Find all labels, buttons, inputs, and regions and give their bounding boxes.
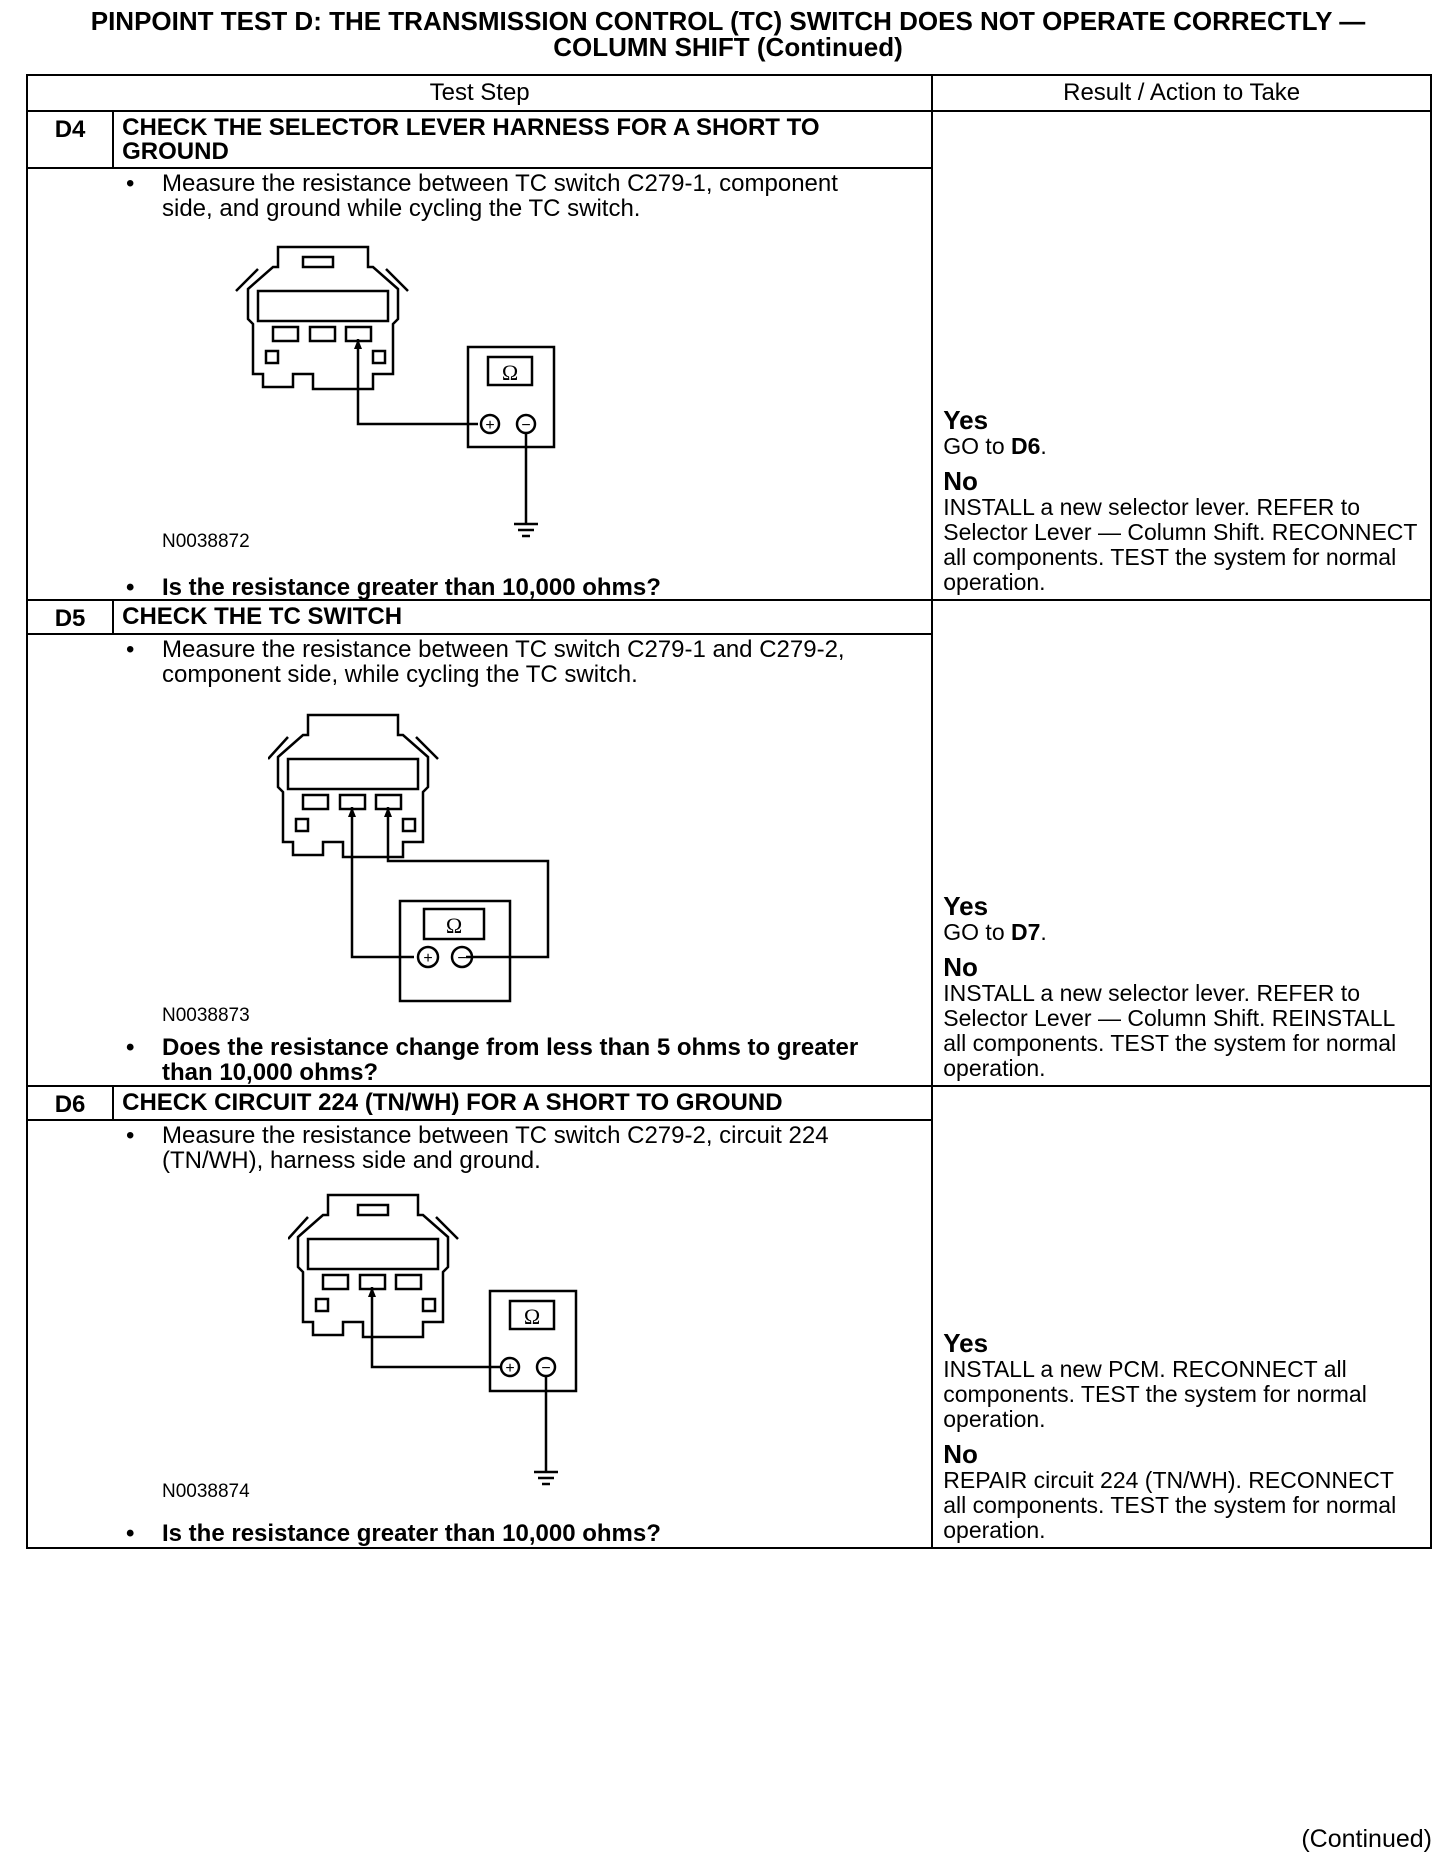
step-d6-figure-id: N0038874 — [162, 1481, 250, 1502]
test-lead-positive — [356, 339, 478, 426]
step-d5-instruction: Measure the resistance between TC switch… — [28, 637, 891, 687]
step-d5-title: CHECK THE TC SWITCH — [112, 599, 934, 635]
title-line-2: COLUMN SHIFT (Continued) — [553, 32, 903, 62]
test-lead-negative — [386, 807, 550, 959]
step-d4-result-text: Yes GO to D6. No INSTALL a new selector … — [943, 406, 1422, 595]
terminal-1 — [344, 325, 373, 343]
minus-terminal-label: − — [541, 1360, 550, 1377]
minus-terminal-label: − — [457, 950, 466, 967]
page-title: PINPOINT TEST D: THE TRANSMISSION CONTRO… — [0, 8, 1456, 60]
step-d4-title: CHECK THE SELECTOR LEVER HARNESS FOR A S… — [112, 110, 934, 169]
continued-note: (Continued) — [1301, 1825, 1432, 1853]
yes-action: GO to D7. — [943, 919, 1047, 945]
yes-action: INSTALL a new PCM. RECONNECT all compone… — [943, 1356, 1367, 1432]
test-lead-positive — [370, 1287, 500, 1369]
column-header-test-step: Test Step — [25, 74, 934, 112]
step-d4-result: Yes GO to D6. No INSTALL a new selector … — [931, 110, 1432, 601]
step-d6-connector-diagram: Ω + − — [288, 1193, 578, 1486]
step-d5-id: D5 — [25, 599, 115, 635]
step-d6-instruction: Measure the resistance between TC switch… — [28, 1123, 891, 1173]
step-d4-figure-id: N0038872 — [162, 531, 250, 552]
no-action: INSTALL a new selector lever. REFER to S… — [943, 980, 1397, 1081]
step-d4-body: Measure the resistance between TC switch… — [25, 167, 934, 601]
column-header-result: Result / Action to Take — [931, 74, 1432, 112]
terminal-3 — [394, 1273, 423, 1291]
no-label: No — [943, 1439, 978, 1469]
terminal-1 — [374, 793, 403, 811]
step-d6-result: Yes INSTALL a new PCM. RECONNECT all com… — [931, 1085, 1432, 1549]
title-line-1: PINPOINT TEST D: THE TRANSMISSION CONTRO… — [90, 6, 1366, 36]
terminal-3 — [271, 325, 300, 343]
step-d5-result: Yes GO to D7. No INSTALL a new selector … — [931, 599, 1432, 1087]
ohm-symbol: Ω — [446, 913, 462, 938]
ohmmeter-body — [398, 899, 512, 1003]
step-d4-connector-diagram: Ω + − — [235, 245, 556, 538]
no-label: No — [943, 466, 978, 496]
terminal-3 — [301, 793, 330, 811]
terminal-2 — [338, 793, 367, 811]
step-d6-id: D6 — [25, 1085, 115, 1121]
test-lead-positive — [350, 807, 414, 959]
ohmmeter-body — [488, 1289, 578, 1393]
connector-housing — [246, 245, 400, 391]
step-d5-question: Does the resistance change from less tha… — [28, 1035, 891, 1085]
step-d5-connector-diagram: Ω + − — [268, 713, 550, 1003]
step-d4-id: D4 — [25, 110, 115, 169]
step-d5-result-text: Yes GO to D7. No INSTALL a new selector … — [943, 892, 1422, 1081]
pinpoint-test-table: Test Step Result / Action to Take D4 CHE… — [25, 74, 1432, 1549]
table-header-row: Test Step Result / Action to Take — [25, 74, 1432, 112]
yes-action: GO to D6. — [943, 433, 1047, 459]
step-d6-question: Is the resistance greater than 10,000 oh… — [28, 1521, 891, 1546]
step-d5-title-row: D5 CHECK THE TC SWITCH Yes GO to D7. No … — [25, 599, 1432, 1087]
step-d4-question: Is the resistance greater than 10,000 oh… — [28, 575, 891, 600]
step-d6-body: Measure the resistance between TC switch… — [25, 1119, 934, 1549]
step-d6-body-row: Measure the resistance between TC switch… — [25, 1119, 1431, 1549]
step-d5-body: Measure the resistance between TC switch… — [25, 633, 934, 1087]
terminal-1 — [321, 1273, 350, 1291]
yes-label: Yes — [943, 405, 989, 435]
minus-terminal-label: − — [521, 417, 530, 434]
step-d5-body-row: Measure the resistance between TC switch… — [25, 633, 1431, 1087]
plus-terminal-label: + — [485, 417, 494, 434]
ohm-symbol: Ω — [524, 1304, 540, 1329]
no-label: No — [943, 952, 978, 982]
step-d6-title-row: D6 CHECK CIRCUIT 224 (TN/WH) FOR A SHORT… — [25, 1085, 1432, 1549]
step-d4-instruction: Measure the resistance between TC switch… — [28, 171, 891, 221]
step-d6-title: CHECK CIRCUIT 224 (TN/WH) FOR A SHORT TO… — [112, 1085, 934, 1121]
yes-label: Yes — [943, 891, 989, 921]
yes-label: Yes — [943, 1328, 989, 1358]
no-action: INSTALL a new selector lever. REFER to S… — [943, 494, 1418, 595]
step-d4-title-row: D4 CHECK THE SELECTOR LEVER HARNESS FOR … — [25, 110, 1432, 601]
no-action: REPAIR circuit 224 (TN/WH). RECONNECT al… — [943, 1467, 1397, 1543]
plus-terminal-label: + — [505, 1360, 514, 1377]
step-d6-result-text: Yes INSTALL a new PCM. RECONNECT all com… — [943, 1329, 1422, 1543]
step-d4-body-row: Measure the resistance between TC switch… — [25, 167, 1431, 601]
plus-terminal-label: + — [423, 950, 432, 967]
terminal-2 — [358, 1273, 387, 1291]
step-d5-figure-id: N0038873 — [162, 1005, 250, 1026]
connector-housing — [276, 713, 430, 859]
ohmmeter-body — [466, 345, 556, 449]
ohm-symbol: Ω — [502, 360, 518, 385]
terminal-2 — [308, 325, 337, 343]
connector-housing — [296, 1193, 450, 1339]
